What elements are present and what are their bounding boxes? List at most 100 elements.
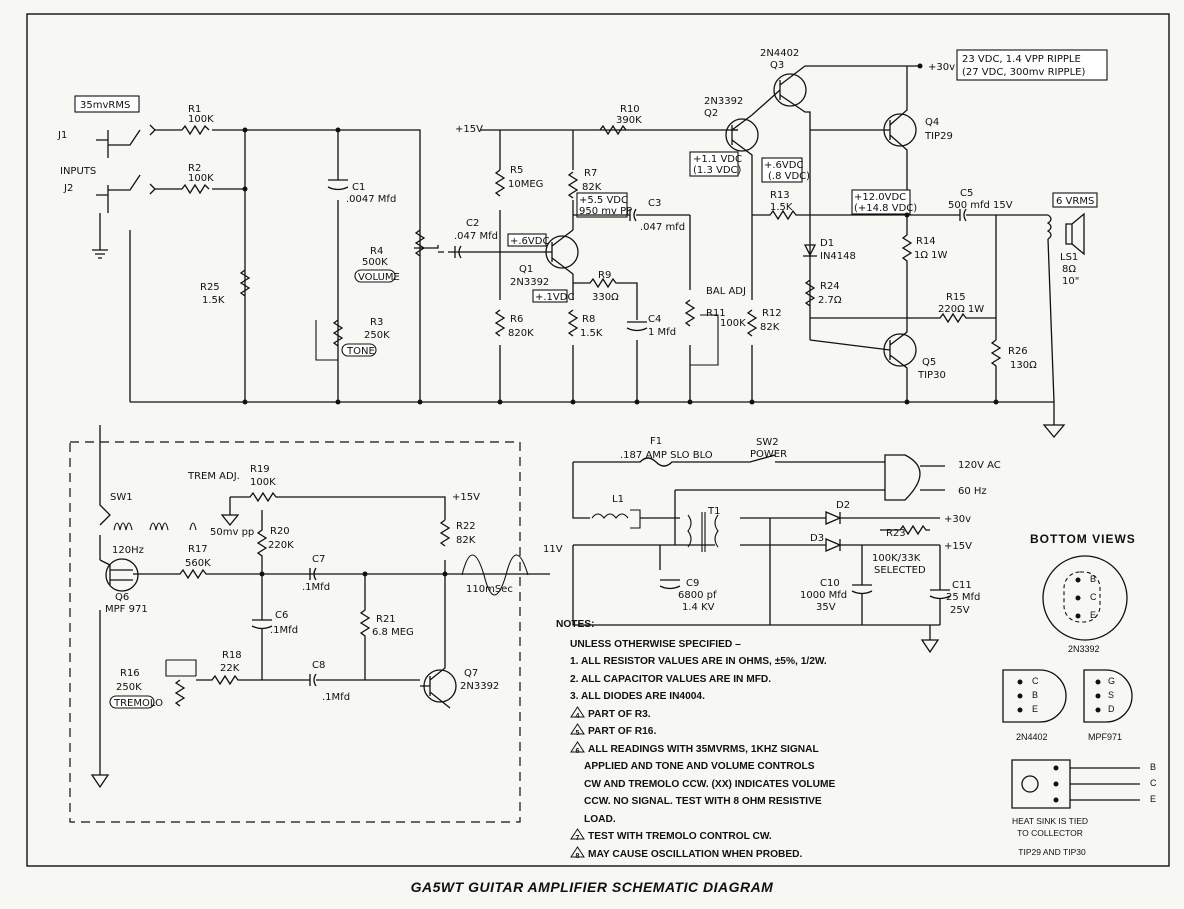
q7-label: Q7 [464, 668, 478, 679]
input-level-label: 35mvRMS [80, 100, 130, 111]
r3-value: 250K [364, 330, 390, 341]
d3-label: D3 [810, 533, 824, 544]
pin-tip-b: B [1150, 762, 1157, 772]
r10-resistor [599, 124, 627, 136]
q6-transistor [105, 558, 139, 592]
c9-capacitor [659, 579, 681, 590]
r17-value: 560K [185, 558, 211, 569]
q1b-reading: +.6VDC [510, 236, 549, 247]
c9-value: 6800 pf [678, 590, 717, 601]
bv-2n4402-outline [1002, 669, 1067, 723]
heat-sink-line2: TO COLLECTOR [1017, 828, 1083, 838]
r5-label: R5 [510, 165, 523, 176]
q4-type: TIP29 [924, 131, 953, 142]
q2b-reading2: (1.3 VDC) [693, 165, 742, 176]
note-6-mark: 6 [570, 740, 585, 755]
r2-value: 100K [188, 173, 214, 184]
r14-value: 1Ω 1W [914, 250, 948, 261]
r3-label: R3 [370, 317, 383, 328]
jack-switch [108, 129, 141, 191]
q2b-reading: +1.1 VDC [693, 154, 742, 165]
diagram-caption: GA5WT GUITAR AMPLIFIER SCHEMATIC DIAGRAM [410, 879, 774, 895]
r5-resistor [494, 169, 506, 197]
c1-capacitor [327, 179, 349, 191]
c11-label: C11 [952, 580, 972, 591]
d1-label: D1 [820, 238, 834, 249]
r16-label: R16 [120, 668, 140, 679]
c1-value: .0047 Mfd [346, 194, 396, 205]
speaker-ohms: 8Ω [1062, 264, 1076, 275]
notes-header: NOTES: [556, 619, 595, 630]
ripple-line1: 23 VDC, 1.4 VPP RIPPLE [962, 54, 1081, 65]
j2-label: J2 [63, 183, 73, 194]
r14-resistor [810, 215, 913, 319]
r21-value: 6.8 MEG [372, 627, 414, 638]
r22-resistor [439, 519, 451, 547]
output-level: 6 VRMS [1056, 196, 1094, 207]
r23-selected: SELECTED [874, 565, 926, 576]
r11-label: R11 [706, 308, 726, 319]
c9-label: C9 [686, 578, 699, 589]
q7-type: 2N3392 [460, 681, 499, 692]
c10-value: 1000 Mfd [800, 590, 847, 601]
r12-value: 82K [760, 322, 780, 333]
q1e-reading: +.1VDC [535, 292, 574, 303]
ms-reading: 110mSec [466, 584, 513, 595]
ac-voltage: 120V AC [958, 460, 1001, 471]
c6-capacitor [251, 574, 273, 680]
note-6-cont-4: LOAD. [584, 813, 616, 825]
power-label: POWER [750, 449, 787, 460]
c7-value: .1Mfd [302, 582, 330, 593]
r19-value: 100K [250, 477, 276, 488]
q1-type: 2N3392 [510, 277, 549, 288]
r20-resistor [256, 510, 268, 574]
q2-transistor [725, 118, 759, 152]
inputs-label: INPUTS [60, 166, 96, 177]
f1-label: F1 [650, 436, 662, 447]
pin-label-c: C [1090, 592, 1097, 602]
notes-block: NOTES: UNLESS OTHERWISE SPECIFIED – 1. A… [556, 616, 886, 863]
c3-capacitor [573, 208, 690, 222]
r9-value: 330Ω [592, 292, 619, 303]
out-reading2: (+14.8 VDC) [854, 203, 917, 214]
tone-label: TONE [346, 346, 375, 357]
d2-diode [825, 511, 842, 525]
r15-label: R15 [946, 292, 966, 303]
r6-label: R6 [510, 314, 523, 325]
r7-label: R7 [584, 168, 597, 179]
sw1-label: SW1 [110, 492, 133, 503]
q1-label: Q1 [519, 264, 533, 275]
r14-label: R14 [916, 236, 936, 247]
c10-label: C10 [820, 578, 840, 589]
r7-value: 82K [582, 182, 602, 193]
q2-label: Q2 [704, 108, 718, 119]
r13-value: 1.5K [770, 202, 793, 213]
ground-rail [129, 230, 1066, 439]
r18-value: 22K [220, 663, 240, 674]
bv-tip-outline [1011, 759, 1140, 809]
r25-value: 1.5K [202, 295, 225, 306]
c7-label: C7 [312, 554, 325, 565]
q2-type: 2N3392 [704, 96, 743, 107]
c2-label: C2 [466, 218, 479, 229]
c1-label: C1 [352, 182, 365, 193]
out-reading: +12.0VDC [854, 192, 906, 203]
r11-value: 100K [720, 318, 746, 329]
note-5-mark: 5 [570, 723, 585, 737]
rail30-label: +30v [928, 62, 955, 73]
pin-2n4402-c: C [1032, 676, 1039, 686]
r10-label: R10 [620, 104, 640, 115]
mvpp-reading: 50mv pp [210, 527, 254, 538]
c7-capacitor [309, 567, 317, 581]
r13-label: R13 [770, 190, 790, 201]
bv-2n4402-label: 2N4402 [1016, 732, 1048, 742]
q5-transistor [883, 333, 917, 367]
r1-resistor [181, 124, 210, 136]
r6-value: 820K [508, 328, 534, 339]
r3-tone-pot [332, 319, 344, 347]
ac-plug [884, 454, 921, 501]
c6-value: .1Mfd [270, 625, 298, 636]
f1-value: .187 AMP SLO BLO [620, 450, 713, 461]
